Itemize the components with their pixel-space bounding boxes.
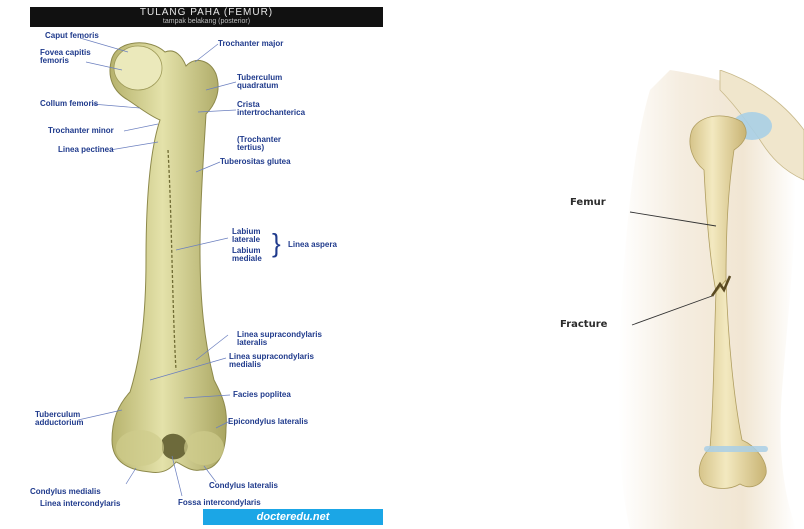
label-labium-laterale: Labium laterale: [232, 228, 272, 244]
watermark-banner: docteredu.net: [203, 509, 383, 525]
label-tuberculum-quadratum: Tuberculum quadratum: [237, 74, 297, 90]
label-epicondylus-lateralis: Epicondylus lateralis: [228, 418, 308, 426]
femur-fracture-illustration: Femur Fracture: [520, 70, 804, 529]
label-condylus-medialis: Condylus medialis: [30, 488, 101, 496]
label-fossa-intercondylaris: Fossa intercondylaris: [178, 499, 261, 507]
label-caput-femoris: Caput femoris: [45, 32, 99, 40]
brace-icon: }: [272, 230, 281, 256]
label-linea-intercondylaris: Linea intercondylaris: [40, 500, 120, 508]
label-linea-aspera: Linea aspera: [288, 241, 337, 249]
label-tuberculum-adductorium: Tuberculum adductorium: [35, 411, 85, 427]
femoral-head: [114, 46, 162, 90]
label-trochanter-major: Trochanter major: [218, 40, 283, 48]
label-facies-poplitea: Facies poplitea: [233, 391, 291, 399]
label-fovea-capitis: Fovea capitis femoris: [40, 49, 92, 65]
label-trochanter-minor: Trochanter minor: [48, 127, 114, 135]
label-tuberositas-glutea: Tuberositas glutea: [220, 158, 291, 166]
diagram-subtitle: tampak belakang (posterior): [30, 18, 383, 26]
label-collum-femoris: Collum femoris: [40, 100, 98, 108]
label-femur: Femur: [570, 197, 606, 208]
fracture-svg: [520, 70, 804, 529]
label-labium-mediale: Labium mediale: [232, 247, 272, 263]
label-condylus-lateralis: Condylus lateralis: [209, 482, 278, 490]
label-fracture: Fracture: [560, 319, 607, 330]
label-linea-supracondylaris-medialis: Linea supracondylaris medialis: [229, 353, 339, 369]
lateral-condyle: [184, 431, 224, 465]
label-linea-pectinea: Linea pectinea: [58, 146, 114, 154]
femur-posterior-diagram: TULANG PAHA (FEMUR) tampak belakang (pos…: [0, 0, 385, 529]
medial-condyle: [116, 430, 164, 466]
label-linea-supracondylaris-lateralis: Linea supracondylaris lateralis: [237, 331, 347, 347]
diagram-title: TULANG PAHA (FEMUR): [30, 7, 383, 18]
diagram-title-bar: TULANG PAHA (FEMUR) tampak belakang (pos…: [30, 7, 383, 27]
label-crista-intertrochanterica: Crista intertrochanterica: [237, 101, 317, 117]
femur-posterior-illustration: [0, 0, 385, 529]
label-trochanter-tertius: (Trochanter tertius): [237, 136, 303, 152]
knee-cartilage: [704, 446, 768, 452]
